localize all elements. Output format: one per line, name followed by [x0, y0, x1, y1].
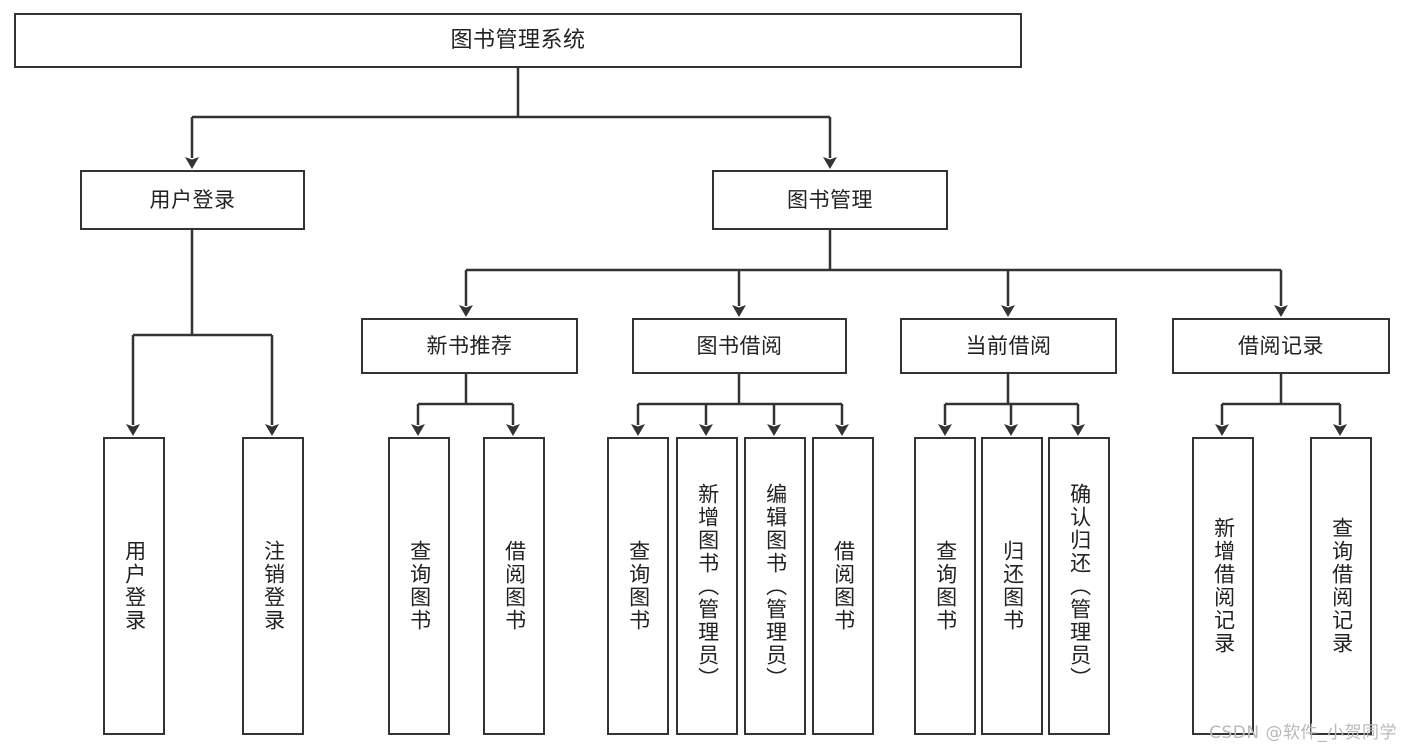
- node-label: 查询借阅记录: [1329, 517, 1354, 655]
- node-borrow-record[interactable]: 借阅记录: [1172, 318, 1390, 374]
- watermark-csdn: CSDN @软件_小贺同学: [1209, 723, 1397, 743]
- node-label: 借阅图书: [502, 540, 527, 632]
- node-label: 新增图书（管理员）: [695, 482, 720, 690]
- node-leaf-return-book[interactable]: 归还图书: [981, 437, 1043, 735]
- node-new-book-recommend[interactable]: 新书推荐: [361, 318, 578, 374]
- node-leaf-add-record[interactable]: 新增借阅记录: [1192, 437, 1254, 735]
- node-user-login[interactable]: 用户登录: [80, 170, 305, 230]
- node-label: 注销登录: [261, 540, 286, 632]
- node-leaf-query-record[interactable]: 查询借阅记录: [1310, 437, 1372, 735]
- node-leaf-query-book-2[interactable]: 查询图书: [607, 437, 669, 735]
- node-current-borrow[interactable]: 当前借阅: [900, 318, 1117, 374]
- node-leaf-confirm-return[interactable]: 确认归还（管理员）: [1048, 437, 1110, 735]
- node-root-book-management-system[interactable]: 图书管理系统: [14, 13, 1022, 68]
- node-label: 查询图书: [933, 540, 958, 632]
- node-label: 用户登录: [149, 187, 236, 212]
- node-book-manage[interactable]: 图书管理: [712, 170, 948, 230]
- node-label: 图书借阅: [696, 333, 783, 358]
- node-leaf-user-login[interactable]: 用户登录: [103, 437, 165, 735]
- node-label: 用户登录: [122, 540, 147, 632]
- node-leaf-add-book[interactable]: 新增图书（管理员）: [676, 437, 738, 735]
- node-label: 当前借阅: [965, 333, 1052, 358]
- node-label: 图书管理系统: [450, 27, 586, 53]
- node-label: 图书管理: [787, 187, 873, 212]
- node-book-borrow[interactable]: 图书借阅: [632, 318, 847, 374]
- node-label: 确认归还（管理员）: [1067, 482, 1092, 690]
- node-leaf-borrow-book-1[interactable]: 借阅图书: [483, 437, 545, 735]
- node-label: 借阅图书: [831, 540, 856, 632]
- node-label: 查询图书: [407, 540, 432, 632]
- node-leaf-borrow-book-2[interactable]: 借阅图书: [812, 437, 874, 735]
- node-label: 新增借阅记录: [1211, 517, 1236, 655]
- node-label: 查询图书: [626, 540, 651, 632]
- node-leaf-edit-book[interactable]: 编辑图书（管理员）: [744, 437, 806, 735]
- node-leaf-query-book-3[interactable]: 查询图书: [914, 437, 976, 735]
- node-leaf-logout-login[interactable]: 注销登录: [242, 437, 304, 735]
- node-label: 新书推荐: [426, 333, 513, 358]
- node-label: 借阅记录: [1238, 333, 1324, 358]
- node-label: 归还图书: [1000, 540, 1025, 632]
- node-leaf-query-book-1[interactable]: 查询图书: [388, 437, 450, 735]
- node-label: 编辑图书（管理员）: [763, 482, 788, 690]
